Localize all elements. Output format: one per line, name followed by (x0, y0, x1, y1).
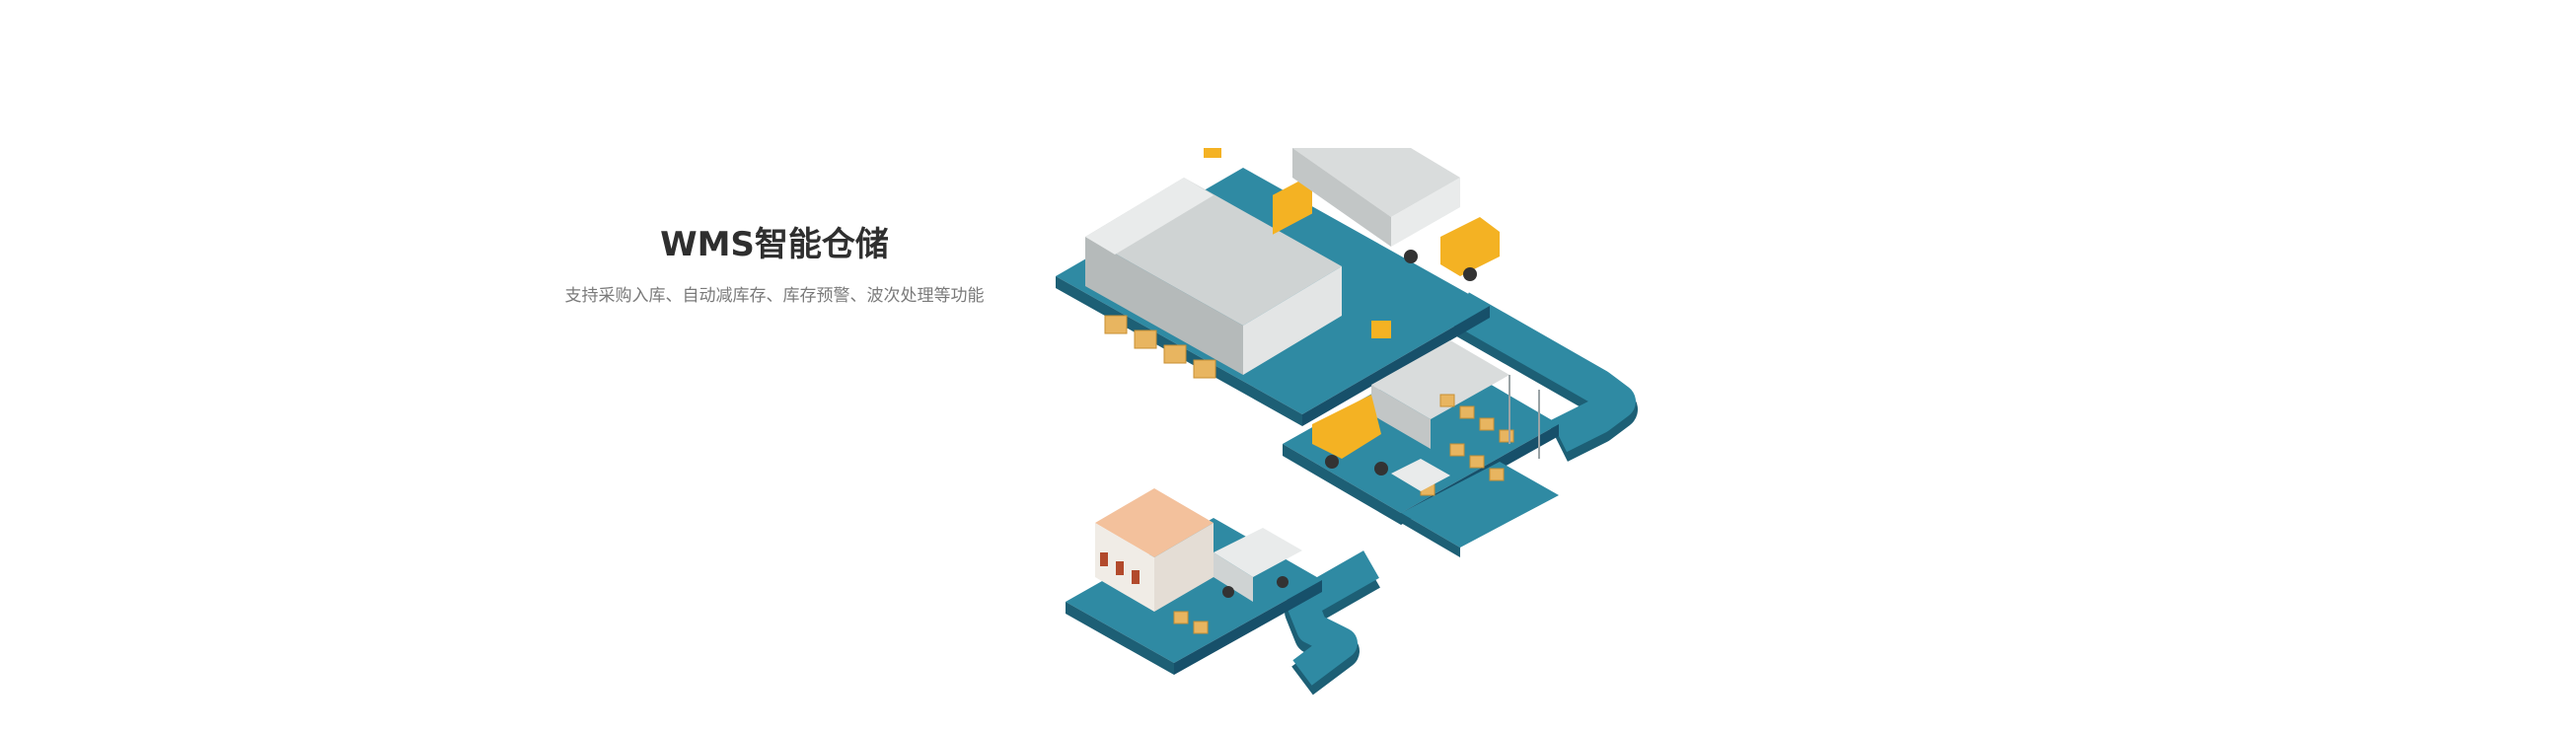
feature-subtitle: 支持采购入库、自动减库存、库存预警、波次处理等功能 (564, 286, 985, 306)
feature-title: WMS智能仓储 (660, 225, 889, 264)
feature-text-block: WMS智能仓储 支持采购入库、自动减库存、库存预警、波次处理等功能 (533, 223, 1016, 308)
warehouse-logistics-illustration-icon (1046, 118, 1677, 732)
